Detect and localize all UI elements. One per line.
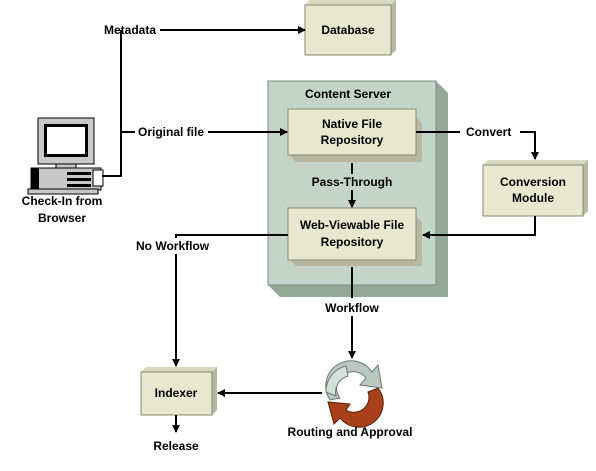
release-label: Release <box>153 439 199 453</box>
native-file-repository-box: Native File Repository <box>287 108 422 162</box>
database-box: Database <box>304 0 396 56</box>
web-repo-line2: Repository <box>321 235 384 249</box>
metadata-trunk-line <box>102 30 122 177</box>
cycle-arrows-icon <box>325 360 384 428</box>
web-viewable-repository-box: Web-Viewable File Repository <box>287 207 422 266</box>
no-workflow-arrow <box>172 234 288 367</box>
computer-label-line1: Check-In from <box>22 194 103 208</box>
content-server-label: Content Server <box>305 87 391 101</box>
conversion-module-box: Conversion Module <box>482 160 588 217</box>
original-file-label: Original file <box>138 125 204 139</box>
metadata-label: Metadata <box>104 23 156 37</box>
no-workflow-label-bg <box>134 238 214 254</box>
indexer-box: Indexer <box>140 367 217 416</box>
database-label: Database <box>321 23 375 37</box>
conversion-line2: Module <box>512 191 554 205</box>
conversion-return-arrow <box>422 216 536 239</box>
indexer-label: Indexer <box>155 386 198 400</box>
web-repo-line1: Web-Viewable File <box>300 218 405 232</box>
pass-through-label: Pass-Through <box>312 175 393 189</box>
conversion-line1: Conversion <box>500 175 566 189</box>
native-repo-line2: Repository <box>321 133 384 147</box>
computer-icon <box>27 117 104 195</box>
native-repo-line1: Native File <box>322 117 382 131</box>
routing-label: Routing and Approval <box>288 425 413 439</box>
no-workflow-label: No Workflow <box>136 239 210 253</box>
computer-label-line2: Browser <box>38 211 86 225</box>
convert-label: Convert <box>466 125 511 139</box>
workflow-label: Workflow <box>325 301 379 315</box>
convert-arrow <box>520 131 539 160</box>
